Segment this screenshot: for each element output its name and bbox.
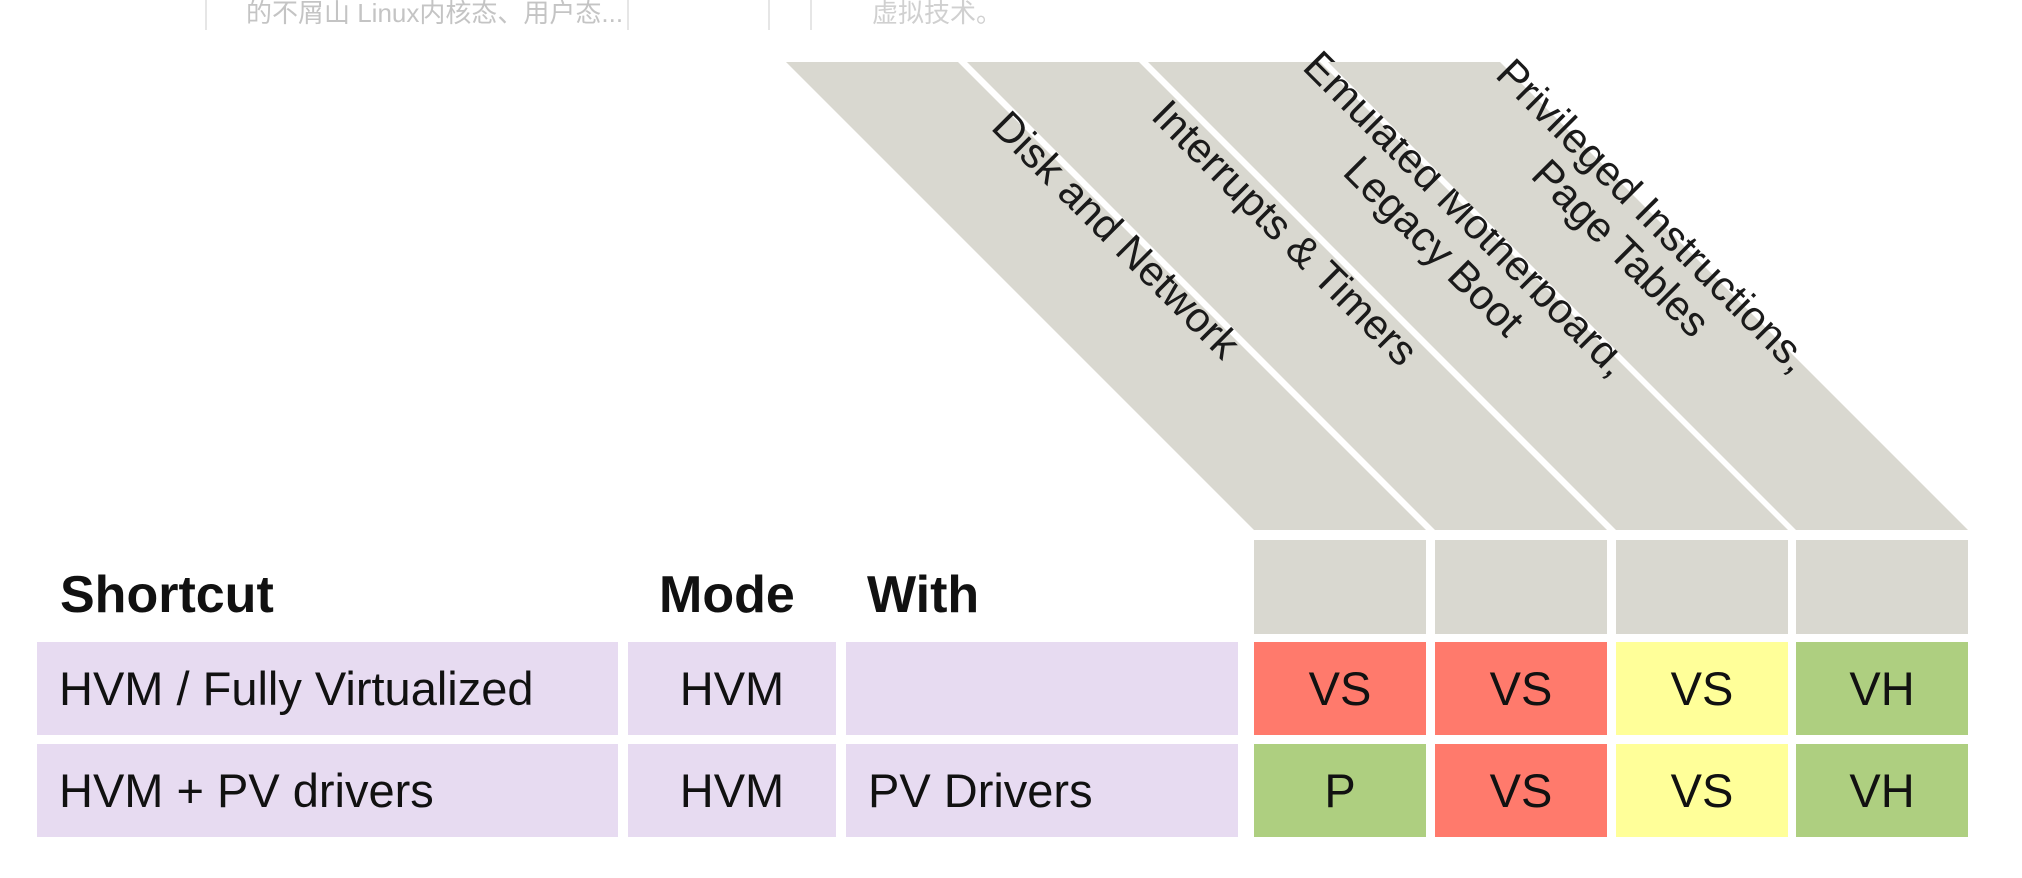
background-divider (627, 0, 629, 30)
row-2-with: PV Drivers (846, 744, 1238, 837)
row-2-privileged-pagetables-value: VH (1796, 744, 1968, 837)
row-2-mode: HVM (628, 744, 836, 837)
row-2-disk-network-value: P (1254, 744, 1426, 837)
background-divider (810, 0, 812, 30)
feature-header-cap (1616, 540, 1788, 634)
feature-header-banner (967, 62, 1607, 530)
row-1-mode: HVM (628, 642, 836, 735)
row-1-with (846, 642, 1238, 735)
row-1-interrupts-timers-value: VS (1435, 642, 1607, 735)
column-header-shortcut: Shortcut (60, 566, 274, 624)
feature-header-banner (786, 62, 1426, 530)
background-text-left: 的不屑山 Linux内核态、用户态... (246, 0, 624, 28)
feature-header-cap (1796, 540, 1968, 634)
column-header-with: With (867, 566, 980, 624)
row-2-shortcut: HVM + PV drivers (37, 744, 618, 837)
row-1-disk-network-value: VS (1254, 642, 1426, 735)
row-1-shortcut: HVM / Fully Virtualized (37, 642, 618, 735)
row-1-motherboard-boot-value: VS (1616, 642, 1788, 735)
column-header-mode: Mode (659, 566, 795, 624)
feature-header-banner (1148, 62, 1788, 530)
background-page-fragment: 的不屑山 Linux内核态、用户态... 虚拟技术。 (0, 0, 2022, 60)
background-text-right: 虚拟技术。 (872, 0, 1003, 28)
row-2-interrupts-timers-value: VS (1435, 744, 1607, 837)
feature-header-banner (1328, 62, 1968, 530)
background-divider (205, 0, 207, 30)
feature-header-cap (1435, 540, 1607, 634)
row-1-privileged-pagetables-value: VH (1796, 642, 1968, 735)
background-divider (768, 0, 770, 30)
row-2-motherboard-boot-value: VS (1616, 744, 1788, 837)
feature-header-cap (1254, 540, 1426, 634)
